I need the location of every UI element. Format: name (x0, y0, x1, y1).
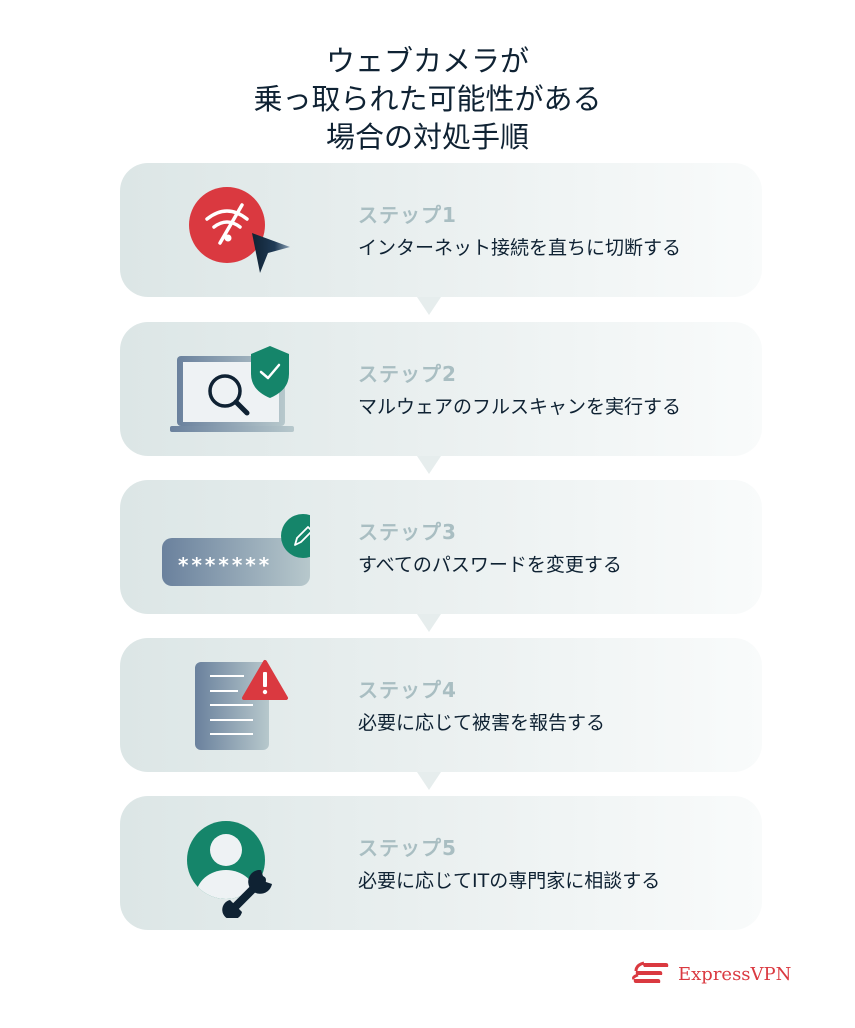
step-description: 必要に応じてITの専門家に相談する (358, 870, 661, 892)
step-label: ステップ2 (358, 362, 457, 386)
document-warning-icon (195, 660, 288, 750)
card-pointer (417, 772, 441, 790)
step-label: ステップ4 (358, 678, 457, 702)
step-card-1: ステップ1 インターネット接続を直ちに切断する (120, 163, 762, 315)
laptop-scan-shield-icon (170, 346, 294, 432)
step-card-5: ステップ5 必要に応じてITの専門家に相談する (120, 796, 762, 930)
brand-name: ExpressVPN (678, 963, 792, 985)
step-label: ステップ5 (358, 836, 457, 860)
user-wrench-icon (187, 821, 272, 918)
step-label: ステップ3 (358, 520, 457, 544)
step-label: ステップ1 (358, 203, 457, 227)
expressvpn-logo: ExpressVPN (632, 958, 791, 990)
expressvpn-logo-icon (632, 961, 669, 983)
step-card-4: ステップ4 必要に応じて被害を報告する (120, 638, 762, 790)
card-pointer (417, 614, 441, 632)
password-edit-icon: ******* (162, 514, 310, 586)
step-card-3: ******* ステップ3 すべてのパスワードを変更する (120, 480, 762, 632)
title-line-1: ウェブカメラが (325, 44, 529, 78)
step-description: すべてのパスワードを変更する (358, 554, 622, 576)
step-description: 必要に応じて被害を報告する (358, 712, 606, 734)
title-line-2: 乗っ取られた可能性がある (253, 82, 602, 116)
page-title: ウェブカメラが 乗っ取られた可能性がある 場合の対処手順 (0, 42, 855, 156)
step-description: インターネット接続を直ちに切断する (358, 237, 682, 259)
step-description: マルウェアのフルスキャンを実行する (358, 396, 682, 418)
card-pointer (417, 297, 441, 315)
card-pointer (417, 456, 441, 474)
wifi-off-cursor-icon (189, 187, 290, 273)
step-card-2: ステップ2 マルウェアのフルスキャンを実行する (120, 322, 762, 474)
title-line-3: 場合の対処手順 (325, 120, 529, 154)
password-mask: ******* (178, 553, 272, 577)
